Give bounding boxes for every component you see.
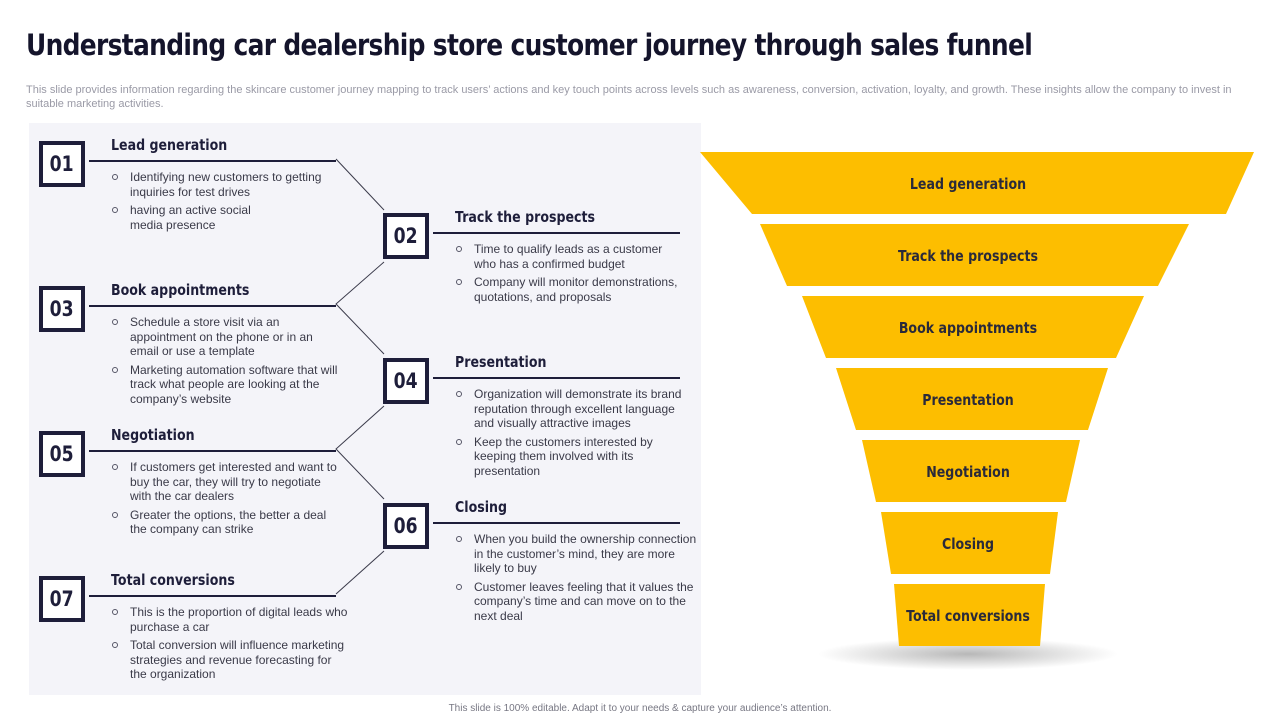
funnel-label: Closing	[941, 535, 995, 553]
bullet-item: When you build the ownership connection …	[455, 532, 701, 576]
bullet-item: Customer leaves feeling that it values t…	[455, 580, 706, 624]
step-number-box: 06	[383, 503, 429, 549]
step-number: 01	[50, 152, 74, 176]
funnel-label: Track the prospects	[897, 247, 1039, 265]
funnel-stage-total-conversions	[894, 584, 1045, 646]
step-number: 04	[394, 369, 418, 393]
funnel-stage-lead-generation	[700, 152, 1254, 214]
funnel-stage-track-the-prospects	[760, 224, 1189, 286]
bullet-item: Organization will demonstrate its brand …	[455, 387, 687, 431]
funnel-stage-presentation	[836, 368, 1108, 430]
bullet-item: If customers get interested and want to …	[111, 460, 343, 504]
step-bullets: When you build the ownership connection …	[455, 532, 701, 627]
funnel-stages	[700, 152, 1254, 646]
funnel-label: Negotiation	[926, 463, 1010, 481]
step-underline	[89, 450, 336, 452]
step-number: 07	[50, 587, 74, 611]
step-underline	[433, 522, 680, 524]
step-number-box: 03	[39, 286, 85, 332]
bullet-item: Company will monitor demonstrations, quo…	[455, 275, 687, 304]
footer-note: This slide is 100% editable. Adapt it to…	[448, 703, 832, 714]
step-bullets: This is the proportion of digital leads …	[111, 605, 349, 686]
bullet-item: Schedule a store visit via an appointmen…	[111, 315, 330, 359]
step-bullets: Organization will demonstrate its brand …	[455, 387, 687, 482]
step-title: Total conversions	[111, 571, 235, 589]
step-number-box: 04	[383, 358, 429, 404]
step-underline	[433, 232, 680, 234]
step-title: Track the prospects	[455, 208, 596, 226]
step-number-box: 02	[383, 213, 429, 259]
bullet-item: Marketing automation software that will …	[111, 363, 343, 407]
bullet-item: This is the proportion of digital leads …	[111, 605, 349, 634]
step-number-box: 05	[39, 431, 85, 477]
funnel-shadow	[818, 638, 1118, 670]
step-title: Presentation	[455, 353, 547, 371]
slide-subtitle: This slide provides information regardin…	[26, 84, 1232, 110]
step-number: 05	[50, 442, 74, 466]
step-underline	[89, 595, 336, 597]
bullet-item: Total conversion will influence marketin…	[111, 638, 349, 682]
step-underline	[89, 160, 336, 162]
step-title: Negotiation	[111, 426, 195, 444]
funnel-label: Lead generation	[909, 175, 1027, 193]
step-title: Lead generation	[111, 136, 228, 154]
funnel-label: Presentation	[922, 391, 1014, 409]
funnel-label: Total conversions	[906, 607, 1030, 625]
step-bullets: Identifying new customers to getting inq…	[111, 170, 341, 236]
slide-title: Understanding car dealership store custo…	[26, 28, 1033, 62]
step-number: 06	[394, 514, 418, 538]
step-bullets: If customers get interested and want to …	[111, 460, 343, 541]
step-title: Closing	[455, 498, 508, 516]
step-number: 03	[50, 297, 74, 321]
step-number-box: 07	[39, 576, 85, 622]
step-bullets: Schedule a store visit via an appointmen…	[111, 315, 343, 410]
step-number-box: 01	[39, 141, 85, 187]
step-bullets: Time to qualify leads as a customer who …	[455, 242, 687, 308]
funnel-label: Book appointments	[898, 319, 1038, 337]
bullet-item: Keep the customers interested by keeping…	[455, 435, 674, 479]
step-underline	[89, 305, 336, 307]
funnel-stage-book-appointments	[802, 296, 1144, 358]
step-underline	[433, 377, 680, 379]
funnel-stage-closing	[881, 512, 1058, 574]
bullet-item: Time to qualify leads as a customer who …	[455, 242, 674, 271]
funnel-stage-negotiation	[862, 440, 1080, 502]
step-number: 02	[394, 224, 418, 248]
bullet-item: Identifying new customers to getting inq…	[111, 170, 341, 199]
bullet-item: Greater the options, the better a deal t…	[111, 508, 343, 537]
step-title: Book appointments	[111, 281, 250, 299]
bullet-item: having an active social media presence	[111, 203, 270, 232]
